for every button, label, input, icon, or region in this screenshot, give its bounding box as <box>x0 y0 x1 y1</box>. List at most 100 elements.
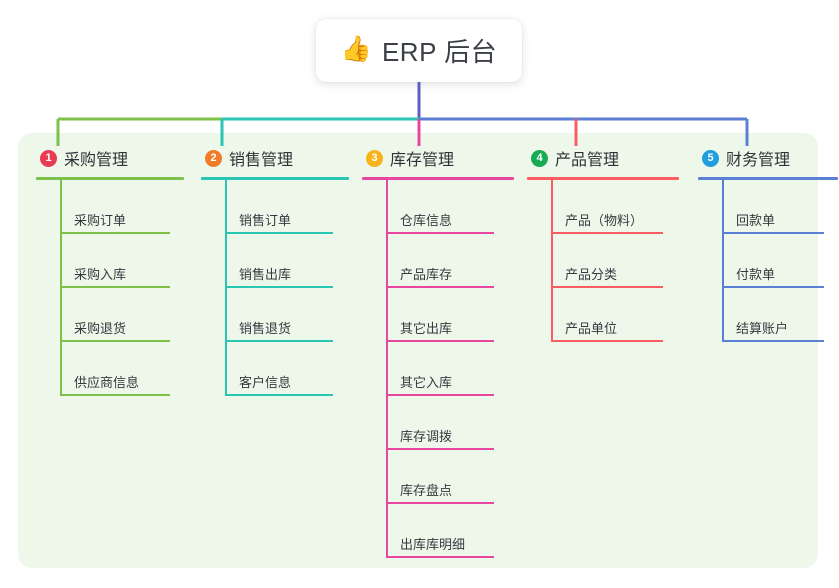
branch-column-2: 2 销售管理销售订单销售出库销售退货客户信息 <box>201 146 349 396</box>
branch-items: 销售订单销售出库销售退货客户信息 <box>201 180 349 396</box>
branch-item-label: 产品单位 <box>565 321 618 336</box>
branch-item[interactable]: 付款单 <box>722 234 838 288</box>
branch-item-underline <box>551 286 663 288</box>
branch-item[interactable]: 库存调拨 <box>386 396 514 450</box>
branch-item[interactable]: 产品库存 <box>386 234 514 288</box>
branch-column-5: 5 财务管理回款单付款单结算账户 <box>698 146 838 342</box>
branch-number-badge: 5 <box>702 149 719 167</box>
branch-item-label: 出库库明细 <box>400 537 466 552</box>
branch-items: 仓库信息产品库存其它出库其它入库库存调拨库存盘点出库库明细 <box>362 180 514 558</box>
branch-item[interactable]: 出库库明细 <box>386 504 514 558</box>
branch-item[interactable]: 结算账户 <box>722 288 838 342</box>
branch-header-4[interactable]: 4 产品管理 <box>527 146 679 170</box>
branch-underline <box>362 177 514 180</box>
branch-item-underline <box>60 394 170 396</box>
branch-item-underline <box>722 286 824 288</box>
branch-item[interactable]: 采购入库 <box>60 234 184 288</box>
branch-item[interactable]: 产品分类 <box>551 234 679 288</box>
branch-item[interactable]: 其它入库 <box>386 342 514 396</box>
branch-item-underline <box>722 340 824 342</box>
branch-item-label: 采购退货 <box>74 321 127 336</box>
branch-item-label: 产品库存 <box>400 267 453 282</box>
root-node-card[interactable]: 👍 ERP 后台 <box>316 19 522 82</box>
branch-item-label: 采购入库 <box>74 267 127 282</box>
branch-item-label: 库存盘点 <box>400 483 453 498</box>
branch-item[interactable]: 客户信息 <box>225 342 349 396</box>
branch-item-label: 付款单 <box>736 267 776 282</box>
branch-item[interactable]: 销售订单 <box>225 180 349 234</box>
branch-header-1[interactable]: 1 采购管理 <box>36 146 184 170</box>
branch-item[interactable]: 仓库信息 <box>386 180 514 234</box>
branch-item-label: 回款单 <box>736 213 776 228</box>
branch-items: 产品（物料） 产品分类产品单位 <box>527 180 679 342</box>
branch-item-underline <box>225 340 333 342</box>
branch-underline <box>36 177 184 180</box>
branch-item-label: 仓库信息 <box>400 213 453 228</box>
branch-item-label: 库存调拨 <box>400 429 453 444</box>
branch-item-label: 销售出库 <box>239 267 292 282</box>
branches-panel <box>18 133 818 568</box>
branch-number-badge: 1 <box>40 149 57 167</box>
branch-item-label: 客户信息 <box>239 375 292 390</box>
branch-item[interactable]: 销售退货 <box>225 288 349 342</box>
branch-item-underline <box>386 556 494 558</box>
branch-item-label: 其它出库 <box>400 321 453 336</box>
branch-item-label: 采购订单 <box>74 213 127 228</box>
branch-items: 采购订单采购入库采购退货供应商信息 <box>36 180 184 396</box>
branch-item-label: 其它入库 <box>400 375 453 390</box>
branch-item-underline <box>386 448 494 450</box>
branch-item-underline <box>60 286 170 288</box>
branch-item-underline <box>386 394 494 396</box>
branch-column-4: 4 产品管理产品（物料） 产品分类产品单位 <box>527 146 679 342</box>
branch-item[interactable]: 其它出库 <box>386 288 514 342</box>
branch-item-underline <box>225 286 333 288</box>
branch-underline <box>201 177 349 180</box>
branch-header-5[interactable]: 5 财务管理 <box>698 146 838 170</box>
branch-title: 财务管理 <box>726 152 791 169</box>
branch-spine <box>551 180 553 342</box>
branch-item-underline <box>386 232 494 234</box>
branch-spine <box>225 180 227 396</box>
branch-item[interactable]: 采购退货 <box>60 288 184 342</box>
branch-item[interactable]: 采购订单 <box>60 180 184 234</box>
branch-item-label: 结算账户 <box>736 321 789 336</box>
branch-item-underline <box>60 340 170 342</box>
branch-title: 采购管理 <box>64 152 129 169</box>
branch-item-underline <box>551 340 663 342</box>
branch-spine <box>60 180 62 396</box>
branch-number-badge: 3 <box>366 149 383 167</box>
branch-title: 销售管理 <box>229 152 294 169</box>
branch-item[interactable]: 销售出库 <box>225 234 349 288</box>
branch-item[interactable]: 产品单位 <box>551 288 679 342</box>
branch-item-underline <box>60 232 170 234</box>
branch-item-underline <box>551 232 663 234</box>
branch-item-underline <box>225 394 333 396</box>
branch-spine <box>722 180 724 342</box>
branch-underline <box>527 177 679 180</box>
branch-item[interactable]: 库存盘点 <box>386 450 514 504</box>
branch-item[interactable]: 供应商信息 <box>60 342 184 396</box>
branch-item-label: 供应商信息 <box>74 375 140 390</box>
branch-number-badge: 4 <box>531 149 548 167</box>
branch-item-underline <box>225 232 333 234</box>
branch-item[interactable]: 回款单 <box>722 180 838 234</box>
branch-underline <box>698 177 838 180</box>
branch-item-underline <box>386 340 494 342</box>
branch-items: 回款单付款单结算账户 <box>698 180 838 342</box>
branch-title: 产品管理 <box>555 152 620 169</box>
branch-item-underline <box>722 232 824 234</box>
root-node-title: ERP 后台 <box>381 37 498 67</box>
branch-item[interactable]: 产品（物料） <box>551 180 679 234</box>
branch-column-1: 1 采购管理采购订单采购入库采购退货供应商信息 <box>36 146 184 396</box>
branch-item-label: 产品（物料） <box>565 213 644 228</box>
root-node-content: 👍 ERP 后台 <box>341 32 497 69</box>
branch-number-badge: 2 <box>205 149 222 167</box>
branch-item-underline <box>386 286 494 288</box>
thumbs-up-icon: 👍 <box>340 35 372 63</box>
branch-header-2[interactable]: 2 销售管理 <box>201 146 349 170</box>
branch-item-label: 销售退货 <box>239 321 292 336</box>
branch-item-label: 产品分类 <box>565 267 618 282</box>
branch-spine <box>386 180 388 558</box>
